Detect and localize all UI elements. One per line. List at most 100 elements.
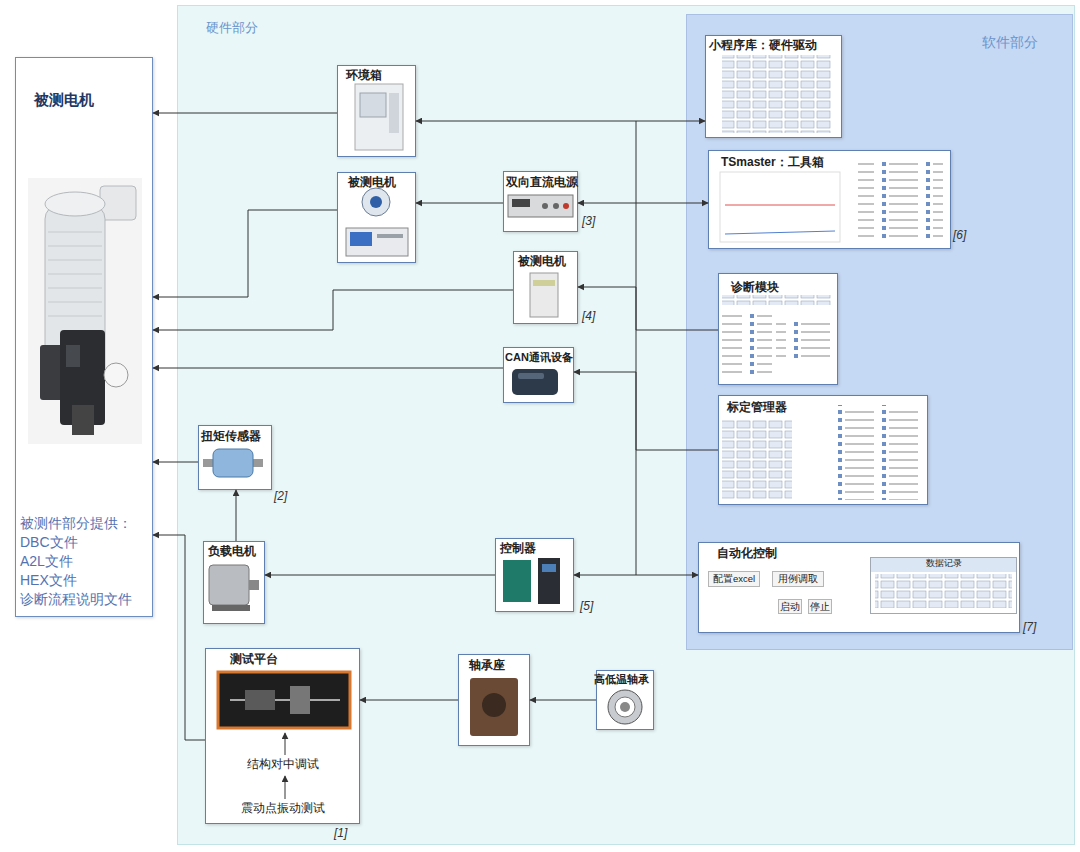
- node-title: 启动: [779, 601, 801, 613]
- connector-arrow: [153, 368, 503, 369]
- node-title: 数据记录: [871, 558, 1016, 569]
- ui-button: 用例调取: [772, 571, 824, 587]
- connector-arrow: [360, 700, 458, 701]
- software-screenshot: [776, 318, 832, 358]
- motor-illustration: [48, 302, 102, 303]
- component-box: 双向直流电源: [503, 171, 578, 232]
- connector-arrow: [578, 287, 718, 330]
- motor-illustration: [100, 186, 136, 220]
- motor-illustration: [48, 232, 102, 233]
- power-analyzer-image: [350, 232, 372, 246]
- node-title: 小程序库：硬件驱动: [709, 38, 841, 53]
- motor-illustration: [104, 363, 128, 387]
- node-title: 软件部分: [982, 34, 1062, 52]
- connector-arrow: [153, 290, 513, 330]
- component-box: 控制器: [495, 538, 574, 612]
- power-analyzer-image: [377, 234, 403, 238]
- node-title: 自动化控制: [717, 546, 817, 561]
- motor-illustration: [72, 405, 94, 435]
- motor-illustration: [48, 260, 102, 261]
- controller-image: [503, 558, 560, 604]
- torque-sensor-image: [251, 459, 263, 467]
- node-title: 轴承座: [469, 658, 529, 673]
- dc-power-image: [563, 203, 569, 209]
- test-bench-image: [245, 690, 275, 710]
- software-screenshot: [720, 172, 840, 242]
- bearing-image: [608, 690, 642, 724]
- node-title: 诊断模块: [731, 280, 831, 295]
- component-box: TSmaster：工具箱: [708, 150, 951, 249]
- motor-illustration: [28, 178, 142, 444]
- callout-number: [1]: [334, 826, 347, 840]
- node-title: 扭矩传感器: [201, 429, 271, 444]
- node-text: 被测件部分提供： DBC文件 A2L文件 HEX文件 诊断流程说明文件: [20, 514, 150, 609]
- bus-line: [636, 121, 637, 575]
- node-text: 结构对中调试: [206, 757, 359, 772]
- connector-arrow: [416, 203, 503, 204]
- can-device-image: [518, 373, 544, 379]
- component-box: 轴承座: [458, 654, 530, 746]
- region-band: 硬件部分环境箱被测电机双向直流电源被测电机CAN通讯设备扭矩传感器负载电机控制器…: [177, 5, 1075, 845]
- software-screenshot: [858, 162, 943, 242]
- component-box: 标定管理器: [718, 395, 928, 505]
- connector-arrow: [236, 490, 237, 541]
- controller-image: [503, 560, 531, 602]
- component-panel: 被测电机被测件部分提供： DBC文件 A2L文件 HEX文件 诊断流程说明文件: [15, 57, 153, 617]
- test-bench-image: [218, 672, 350, 728]
- component-box: 负载电机: [203, 541, 265, 624]
- motor-illustration: [40, 345, 65, 400]
- node-title: 测试平台: [230, 652, 330, 667]
- environment-chamber-image: [389, 93, 399, 133]
- torque-sensor-image: [203, 449, 263, 477]
- connector-arrow: [574, 372, 718, 450]
- motor-illustration: [66, 345, 80, 367]
- ui-button: 停止: [808, 599, 832, 614]
- bearing-image: [620, 702, 630, 712]
- power-analyzer-image: [346, 188, 408, 256]
- node-title: CAN通讯设备: [505, 351, 575, 365]
- dc-power-image: [542, 203, 548, 209]
- connector-arrow: [153, 210, 337, 297]
- component-box: 自动化控制配置excel用例调取启动停止数据记录: [698, 542, 1020, 633]
- motor-illustration: [45, 192, 105, 216]
- component-box: 环境箱: [337, 65, 416, 157]
- node-title: 被测电机: [34, 91, 144, 110]
- connector-arrow: [574, 575, 698, 576]
- software-screenshot: [722, 55, 832, 133]
- torque-sensor-image: [213, 449, 253, 477]
- node-title: 被测电机: [348, 175, 414, 190]
- component-box: 被测电机: [337, 172, 416, 263]
- node-title: TSmaster：工具箱: [721, 155, 871, 170]
- module-image: [533, 280, 555, 286]
- software-screenshot: [875, 574, 1012, 608]
- power-analyzer-image: [362, 188, 390, 216]
- node-text: 震动点振动测试: [206, 801, 359, 816]
- component-box: 诊断模块: [718, 273, 838, 385]
- motor-illustration: [45, 205, 105, 385]
- flow-arrow: [285, 733, 286, 799]
- component-box: 高低温轴承: [596, 670, 654, 730]
- node-title: 停止: [809, 601, 831, 613]
- bearing-image: [615, 697, 635, 717]
- bearing-image: [608, 690, 642, 724]
- environment-chamber-image: [355, 84, 403, 150]
- software-screenshot: [722, 312, 772, 378]
- callout-number: [4]: [582, 309, 595, 323]
- callout-number: [6]: [953, 228, 966, 242]
- component-box: 扭矩传感器: [198, 425, 272, 490]
- controller-image: [542, 564, 556, 572]
- bus-line: [636, 121, 637, 575]
- load-motor-image: [249, 580, 259, 590]
- environment-chamber-image: [360, 93, 386, 117]
- bearing-seat-image: [470, 678, 518, 736]
- test-bench-image: [218, 672, 350, 728]
- software-screenshot: [725, 205, 835, 206]
- software-screenshot: [722, 420, 792, 500]
- connector-arrow: [578, 203, 708, 204]
- callout-number: [2]: [274, 489, 287, 503]
- ui-dialog: 数据记录: [870, 557, 1017, 614]
- load-motor-image: [209, 565, 249, 605]
